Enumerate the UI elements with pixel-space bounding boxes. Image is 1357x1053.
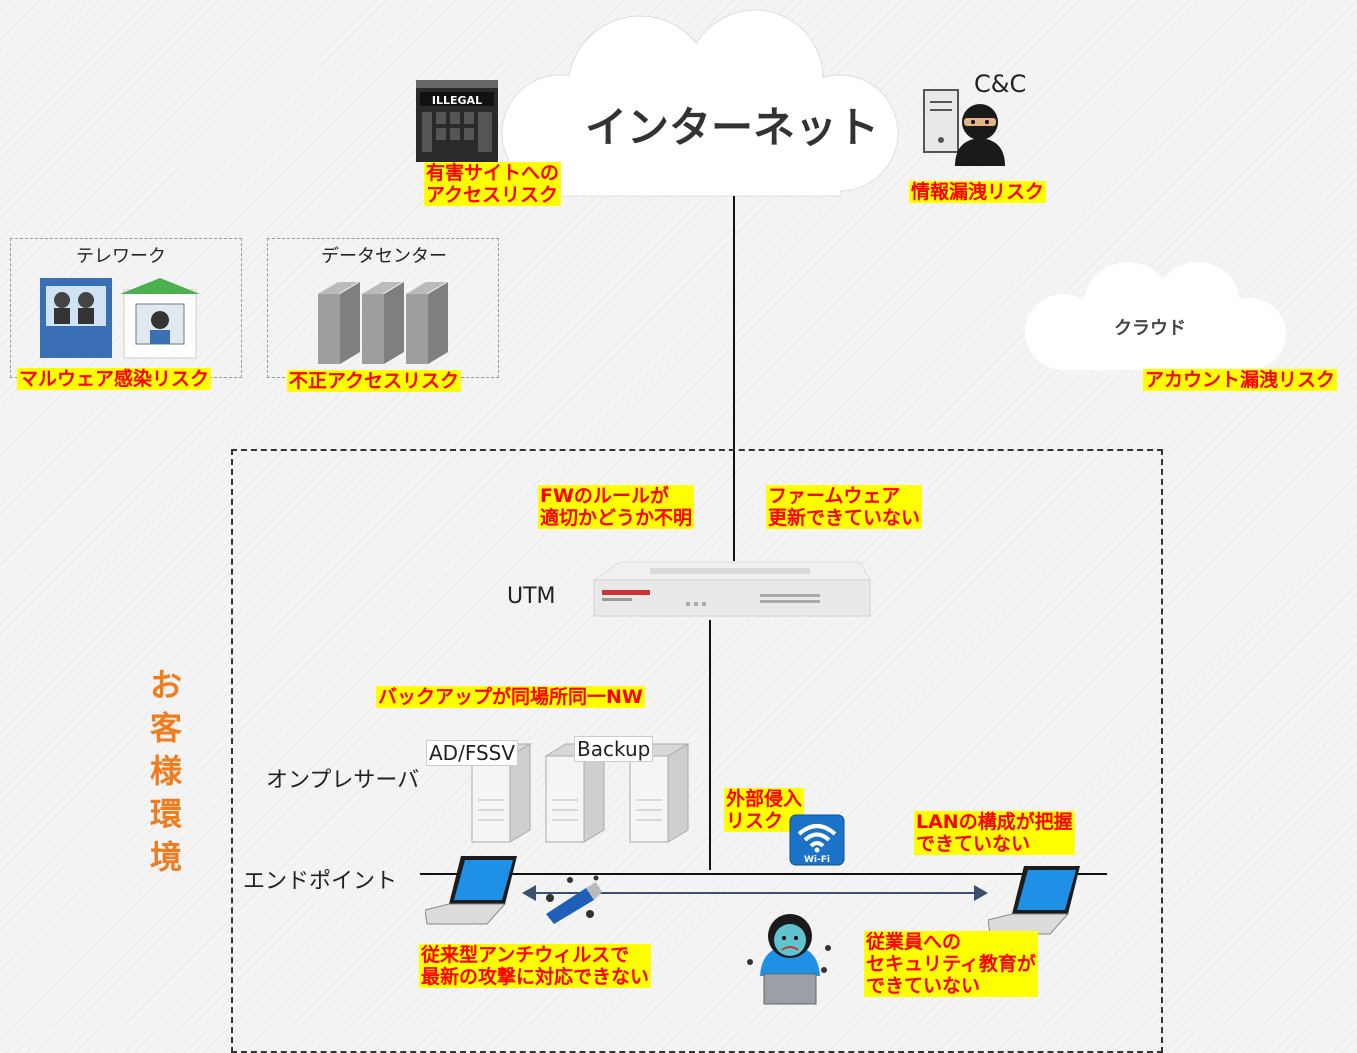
risk-intrusion: 外部侵入 リスク [724, 788, 805, 832]
risk-antivirus: 従来型アンチウィルスで 最新の攻撃に対応できない [419, 944, 652, 988]
risk-unauthorized: 不正アクセスリスク [287, 370, 462, 392]
internet-utm-link [733, 196, 735, 561]
illegal-site-icon: ILLEGAL [416, 80, 498, 162]
datacenter-title: データセンター [321, 246, 447, 267]
risk-account-leak: アカウント漏洩リスク [1143, 369, 1338, 391]
endpoint-label: エンドポイント [243, 869, 398, 894]
cloud-shape [1025, 262, 1286, 370]
customer-env-char: 客 [149, 709, 182, 747]
risk-education: 従業員への セキュリティ教育が できていない [864, 931, 1038, 997]
onprem-label: オンプレサーバ [266, 768, 420, 793]
internet-cloud [501, 9, 899, 197]
internet-label: インターネット [585, 103, 880, 152]
risk-lan-config: LANの構成が把握 できていない [914, 811, 1075, 855]
utm-appliance-icon [592, 561, 871, 617]
wifi-icon: Wi-Fi [789, 814, 845, 866]
risk-info-leak: 情報漏洩リスク [909, 181, 1047, 203]
risk-fw-rules: FWのルールが 適切かどうか不明 [538, 485, 695, 529]
laptop-icon [425, 856, 517, 925]
lateral-movement-arrow [522, 885, 988, 901]
risk-backup-nw: バックアップが同場所同一NW [376, 686, 645, 708]
utm-lan-link [709, 620, 711, 870]
telework-title: テレワーク [76, 246, 166, 267]
onprem-servers-icon [470, 743, 690, 843]
risk-firmware: ファームウェア 更新できていない [766, 485, 923, 529]
cc-server-icon [923, 89, 959, 153]
employee-icon [747, 914, 831, 1005]
laptop-icon [988, 866, 1080, 935]
cc-label: C&C [974, 70, 1027, 98]
infected-usb-icon [546, 875, 602, 924]
customer-env-char: 環 [149, 795, 182, 833]
hacker-icon [955, 104, 1005, 166]
illegal-text: ILLEGAL [432, 94, 482, 107]
datacenter-servers-icon [318, 282, 448, 364]
customer-env-char: 境 [149, 838, 182, 876]
cloud-label: クラウド [1114, 318, 1186, 339]
ad-fssv-label: AD/FSSV [426, 740, 519, 766]
risk-harmful-site: 有害サイトへの アクセスリスク [424, 162, 562, 206]
backup-label: Backup [574, 736, 654, 762]
endpoint-lan-line [420, 873, 1107, 875]
telework-icon [40, 278, 200, 359]
customer-env-char: 様 [149, 752, 182, 790]
wifi-text: Wi-Fi [804, 855, 830, 865]
customer-env-char: お [149, 666, 182, 704]
customer-env-label: お 客 様 環 境 [146, 664, 186, 879]
utm-label: UTM [507, 584, 556, 609]
risk-malware: マルウェア感染リスク [17, 368, 212, 390]
